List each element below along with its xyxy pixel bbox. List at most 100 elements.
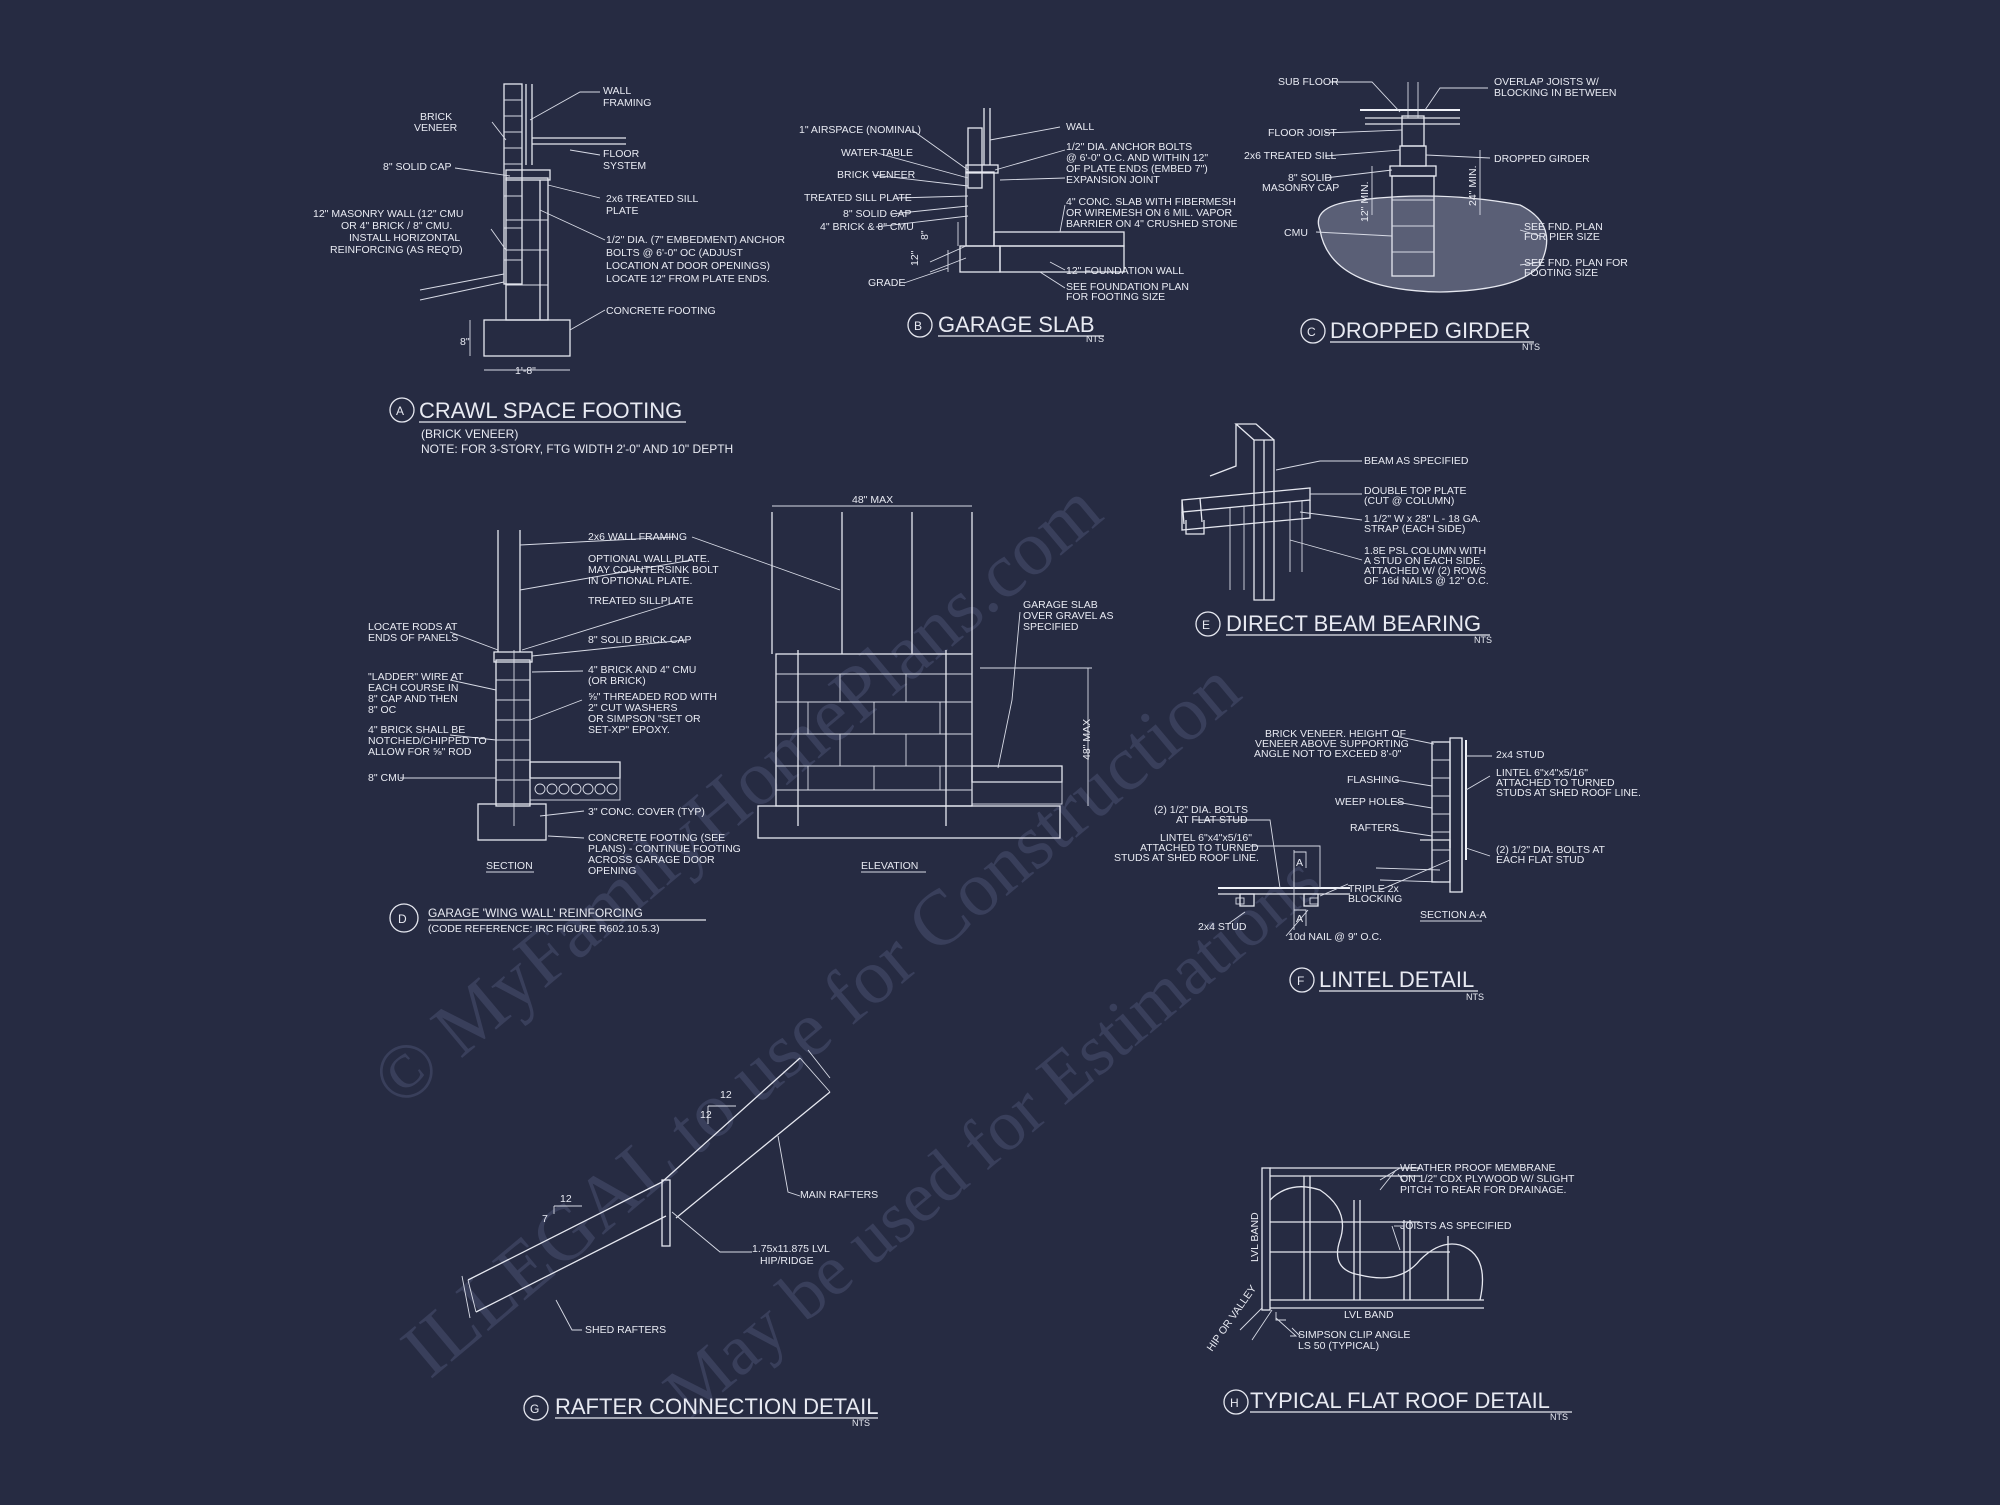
b-label: 12" [909, 250, 921, 266]
f-title-letter: F [1297, 974, 1304, 988]
a-label: FRAMING [603, 97, 651, 109]
d-label: 8" CAP AND THEN [368, 693, 458, 705]
a-label: 8" [460, 336, 470, 348]
e-label: ATTACHED W/ (2) ROWS [1364, 565, 1486, 577]
c-label: DROPPED GIRDER [1494, 153, 1590, 165]
h-label: HIP OR VALLEY [1205, 1283, 1259, 1354]
a-label: REINFORCING (AS REQ'D) [330, 244, 463, 256]
a-label: VENEER [414, 122, 458, 134]
d-title-letter: D [398, 912, 407, 926]
e-label: 1.8E PSL COLUMN WITH [1364, 545, 1486, 557]
c-dropped-girder [1399, 145, 1427, 167]
d-label: LOCATE RODS AT [368, 621, 458, 633]
d-label: ALLOW FOR ⅝" ROD [368, 746, 472, 758]
f-label: BLOCKING [1348, 893, 1402, 905]
detail-d-wing-wall: 2x6 WALL FRAMING OPTIONAL WALL PLATE. MA… [368, 494, 1113, 935]
detail-c-dropped-girder: SUB FLOOR OVERLAP JOISTS W/ BLOCKING IN … [1244, 76, 1628, 352]
h-label: LVL BAND [1344, 1309, 1394, 1321]
h-title-circle [1223, 1389, 1249, 1415]
b-nts: NTS [1086, 334, 1104, 344]
d-section-label: SECTION [486, 860, 533, 872]
e-label: (CUT @ COLUMN) [1364, 495, 1454, 507]
f-label: LINTEL 6"x4"x5/16" [1496, 767, 1588, 779]
c-label: 24" MIN. [1467, 166, 1479, 207]
d-label: CONCRETE FOOTING (SEE [588, 832, 725, 844]
e-title: DIRECT BEAM BEARING [1226, 611, 1481, 636]
f-label: STUDS AT SHED ROOF LINE. [1114, 852, 1259, 864]
c-footing-mass [1317, 195, 1548, 293]
e-label: OF 16d NAILS @ 12" O.C. [1364, 575, 1489, 587]
f-label: STUDS AT SHED ROOF LINE. [1496, 787, 1641, 799]
a-label: WALL [603, 85, 631, 97]
b-label: EXPANSION JOINT [1066, 174, 1160, 186]
e-nts: NTS [1474, 635, 1492, 645]
d-label: "LADDER" WIRE AT [368, 671, 464, 683]
f-label: A [1296, 857, 1303, 869]
f-label: TRIPLE 2x [1348, 883, 1400, 895]
d-elevation-wall [775, 653, 973, 807]
a-cmu-wall [505, 177, 549, 321]
c-label: FOR PIER SIZE [1524, 231, 1600, 243]
g-lvl-hip [661, 1179, 671, 1247]
detail-h-flat-roof: WEATHER PROOF MEMBRANE ON 1/2" CDX PLYWO… [1205, 1162, 1575, 1422]
a-label: SYSTEM [603, 160, 646, 172]
f-label: 10d NAIL @ 9" O.C. [1288, 931, 1382, 943]
b-foundation-wall [965, 171, 995, 247]
h-nts: NTS [1550, 1412, 1568, 1422]
g-label: 7 [542, 1213, 548, 1225]
d-section-wall [495, 659, 531, 807]
a-label: LOCATION AT DOOR OPENINGS) [606, 260, 770, 272]
h-label: JOISTS AS SPECIFIED [1400, 1220, 1512, 1232]
h-label: PITCH TO REAR FOR DRAINAGE. [1400, 1184, 1566, 1196]
b-label: @ 6'-0" O.C. AND WITHIN 12" [1066, 152, 1208, 164]
c-label: 2x6 TREATED SILL [1244, 150, 1337, 162]
d-label: NOTCHED/CHIPPED TO [368, 735, 487, 747]
h-label: LS 50 (TYPICAL) [1298, 1340, 1379, 1352]
f-label: A [1296, 913, 1303, 925]
d-label: 4" BRICK AND 4" CMU [588, 664, 696, 676]
b-label: TREATED SILL PLATE [804, 192, 912, 204]
f-title: LINTEL DETAIL [1319, 967, 1474, 992]
b-title-letter: B [914, 319, 922, 333]
d-label: 2x6 WALL FRAMING [588, 531, 687, 543]
c-label: OVERLAP JOISTS W/ [1494, 76, 1599, 88]
c-title: DROPPED GIRDER [1330, 318, 1530, 343]
b-label: OR WIREMESH ON 6 MIL. VAPOR [1066, 207, 1232, 219]
d-label: SET-XP" EPOXY. [588, 724, 670, 736]
d-section-footing [477, 803, 547, 841]
d-label: 8" CMU [368, 772, 404, 784]
a-label: 1'-8" [515, 365, 536, 377]
f-label: (2) 1/2" DIA. BOLTS [1154, 804, 1248, 816]
detail-f-lintel: BRICK VENEER. HEIGHT OF VENEER ABOVE SUP… [1114, 728, 1641, 1002]
c-nts: NTS [1522, 342, 1540, 352]
c-label: SEE FND. PLAN FOR [1524, 257, 1628, 269]
c-label: BLOCKING IN BETWEEN [1494, 87, 1617, 99]
f-label: FLASHING [1347, 774, 1400, 786]
b-label: GRADE [868, 277, 905, 289]
e-label: BEAM AS SPECIFIED [1364, 455, 1469, 467]
b-title-circle [907, 312, 933, 338]
f-label: BRICK VENEER. HEIGHT OF [1265, 728, 1406, 740]
b-label: SEE FOUNDATION PLAN [1066, 281, 1189, 293]
c-label: FOOTING SIZE [1524, 267, 1598, 279]
d-label: OPTIONAL WALL PLATE. [588, 553, 710, 565]
d-label: ⅝" THREADED ROD WITH [588, 691, 717, 703]
d-subtitle: (CODE REFERENCE: IRC FIGURE R602.10.5.3) [428, 923, 660, 935]
a-label: 8" SOLID CAP [383, 161, 452, 173]
c-label: 12" MIN. [1359, 182, 1371, 223]
d-label: 8" OC [368, 704, 397, 716]
d-label: 3" CONC. COVER (TYP) [588, 806, 705, 818]
f-label: EACH FLAT STUD [1496, 854, 1585, 866]
b-label: 8" [919, 230, 931, 240]
b-label: WALL [1066, 121, 1094, 133]
e-label: STRAP (EACH SIDE) [1364, 523, 1465, 535]
e-label: DOUBLE TOP PLATE [1364, 485, 1467, 497]
d-label: IN OPTIONAL PLATE. [588, 575, 692, 587]
watermark-line1: © MyFamilyHomePlans.com [355, 464, 1117, 1123]
b-label: WATER TABLE [841, 147, 913, 159]
d-title: GARAGE 'WING WALL' REINFORCING [428, 906, 643, 920]
a-label: LOCATE 12" FROM PLATE ENDS. [606, 273, 770, 285]
a-label: OR 4" BRICK / 8" CMU. [341, 220, 452, 232]
